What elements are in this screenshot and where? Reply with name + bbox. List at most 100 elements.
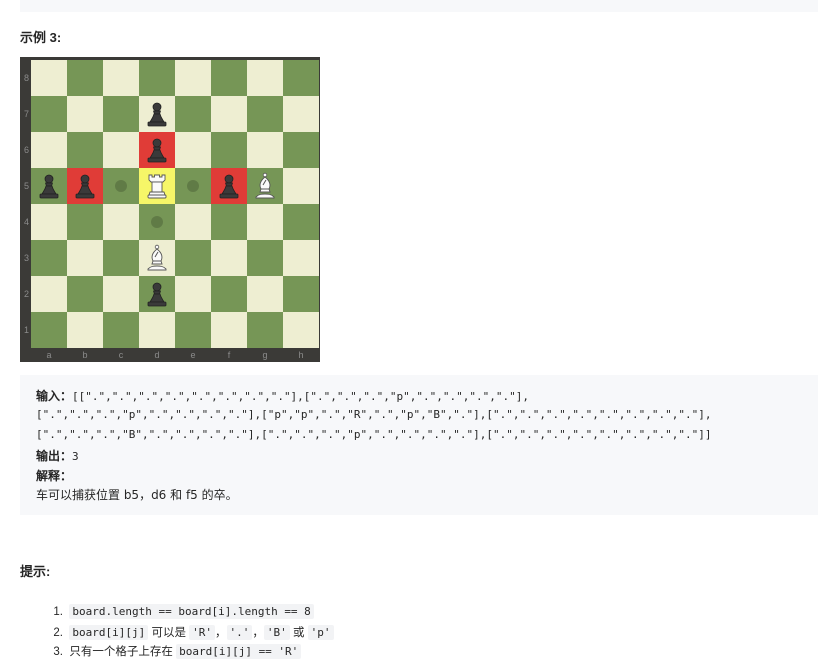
output-label: 输出：	[36, 449, 73, 463]
board-square-h1	[283, 312, 319, 348]
hint-separator: ，	[215, 627, 227, 639]
input-value-part-1: [[".",".",".",".",".",".",".","."],[".",…	[72, 390, 529, 403]
board-square-c8	[103, 60, 139, 96]
hint-code: 'B'	[263, 625, 290, 640]
input-line-3: [".",".",".","B",".",".",".","."],[".","…	[36, 428, 712, 441]
board-square-a2	[31, 276, 67, 312]
board-square-g8	[247, 60, 283, 96]
black-pawn-icon	[144, 136, 170, 164]
hint-code: board[i][j] == 'R'	[176, 644, 302, 659]
board-square-h3	[283, 240, 319, 276]
board-square-f2	[211, 276, 247, 312]
rank-label: 6	[23, 145, 29, 155]
board-square-e3	[175, 240, 211, 276]
board-square-h7	[283, 96, 319, 132]
board-square-h4	[283, 204, 319, 240]
board-square-g5	[247, 168, 283, 204]
board-square-b5	[67, 168, 103, 204]
board-square-d5	[139, 168, 175, 204]
explain-label: 解释：	[36, 469, 73, 483]
explain-label-line: 解释：	[36, 467, 72, 484]
rank-label: 3	[23, 253, 29, 263]
board-square-d8	[139, 60, 175, 96]
white-bishop-icon	[144, 244, 170, 272]
file-label: g	[262, 350, 268, 360]
board-square-h5	[283, 168, 319, 204]
board-square-f7	[211, 96, 247, 132]
file-label: e	[190, 350, 196, 360]
board-square-d7	[139, 96, 175, 132]
chessboard	[31, 60, 319, 348]
board-square-a8	[31, 60, 67, 96]
white-rook-icon	[144, 172, 170, 200]
hint-item-2: 2.board[i][j] 可以是 'R'，'.'，'B' 或 'p'	[47, 612, 334, 640]
hint-code: board.length == board[i].length == 8	[69, 604, 314, 619]
board-square-a1	[31, 312, 67, 348]
hint-number: 1.	[53, 606, 63, 618]
black-pawn-icon	[72, 172, 98, 200]
board-square-a3	[31, 240, 67, 276]
hints-heading: 提示:	[20, 564, 51, 579]
board-square-c4	[103, 204, 139, 240]
file-label: h	[298, 350, 304, 360]
white-bishop-icon	[252, 172, 278, 200]
black-pawn-icon	[216, 172, 242, 200]
file-label: f	[227, 350, 231, 360]
board-square-a6	[31, 132, 67, 168]
board-square-c7	[103, 96, 139, 132]
board-square-f6	[211, 132, 247, 168]
output-line: 输出：3	[36, 447, 79, 464]
black-pawn-icon	[36, 172, 62, 200]
hint-text: 可以是	[148, 627, 190, 639]
board-square-c2	[103, 276, 139, 312]
hint-code: '.'	[226, 625, 253, 640]
board-square-g3	[247, 240, 283, 276]
board-square-d6	[139, 132, 175, 168]
rank-label: 2	[23, 289, 29, 299]
board-square-d3	[139, 240, 175, 276]
rank-label: 8	[23, 73, 29, 83]
board-square-f5	[211, 168, 247, 204]
board-square-g2	[247, 276, 283, 312]
board-square-e7	[175, 96, 211, 132]
black-pawn-icon	[144, 280, 170, 308]
output-value: 3	[72, 450, 79, 463]
board-square-e5	[175, 168, 211, 204]
move-dot-icon	[115, 180, 127, 192]
board-square-b3	[67, 240, 103, 276]
board-square-g4	[247, 204, 283, 240]
rank-label: 5	[23, 181, 29, 191]
hint-code: 'p'	[307, 625, 334, 640]
file-label: c	[118, 350, 124, 360]
rank-label: 7	[23, 109, 29, 119]
file-label: b	[82, 350, 88, 360]
board-square-b6	[67, 132, 103, 168]
hint-number: 2.	[53, 627, 63, 639]
board-square-b1	[67, 312, 103, 348]
board-square-a7	[31, 96, 67, 132]
input-label: 输入：	[36, 389, 73, 403]
board-square-b2	[67, 276, 103, 312]
previous-code-block-edge	[20, 0, 818, 12]
board-square-f3	[211, 240, 247, 276]
hint-item-1: 1. board.length == board[i].length == 8	[47, 593, 314, 619]
board-square-d2	[139, 276, 175, 312]
board-square-g7	[247, 96, 283, 132]
move-dot-icon	[151, 216, 163, 228]
file-label: d	[154, 350, 160, 360]
board-square-f4	[211, 204, 247, 240]
board-square-e2	[175, 276, 211, 312]
board-square-e6	[175, 132, 211, 168]
board-square-f1	[211, 312, 247, 348]
hint-separator: ，	[252, 627, 264, 639]
hint-item-3: 3.只有一个格子上存在 board[i][j] == 'R'	[47, 631, 302, 659]
input-line-1: 输入：[[".",".",".",".",".",".",".","."],["…	[36, 387, 529, 404]
board-square-f8	[211, 60, 247, 96]
board-square-d1	[139, 312, 175, 348]
move-dot-icon	[187, 180, 199, 192]
board-square-a5	[31, 168, 67, 204]
board-square-e4	[175, 204, 211, 240]
board-square-h6	[283, 132, 319, 168]
black-pawn-icon	[144, 100, 170, 128]
